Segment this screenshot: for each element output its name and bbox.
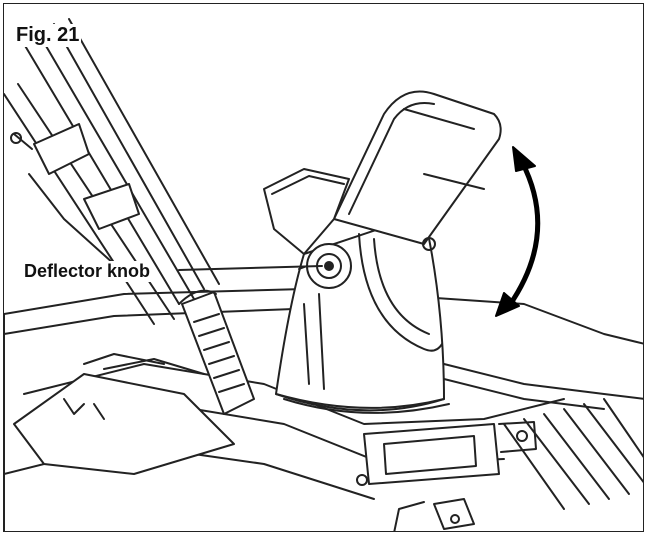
figure-title: Fig. 21 (14, 24, 82, 47)
callout-leader-line (178, 265, 323, 271)
snow-thrower-drawing (4, 18, 643, 531)
machine-housing (4, 288, 643, 531)
figure-frame: Fig. 21 Deflector knob (3, 3, 644, 532)
deflector-knob-icon (298, 243, 352, 289)
curved-double-arrow-icon (495, 146, 541, 317)
callout-label-deflector-knob: Deflector knob (22, 261, 153, 282)
chute-crank (178, 289, 255, 415)
